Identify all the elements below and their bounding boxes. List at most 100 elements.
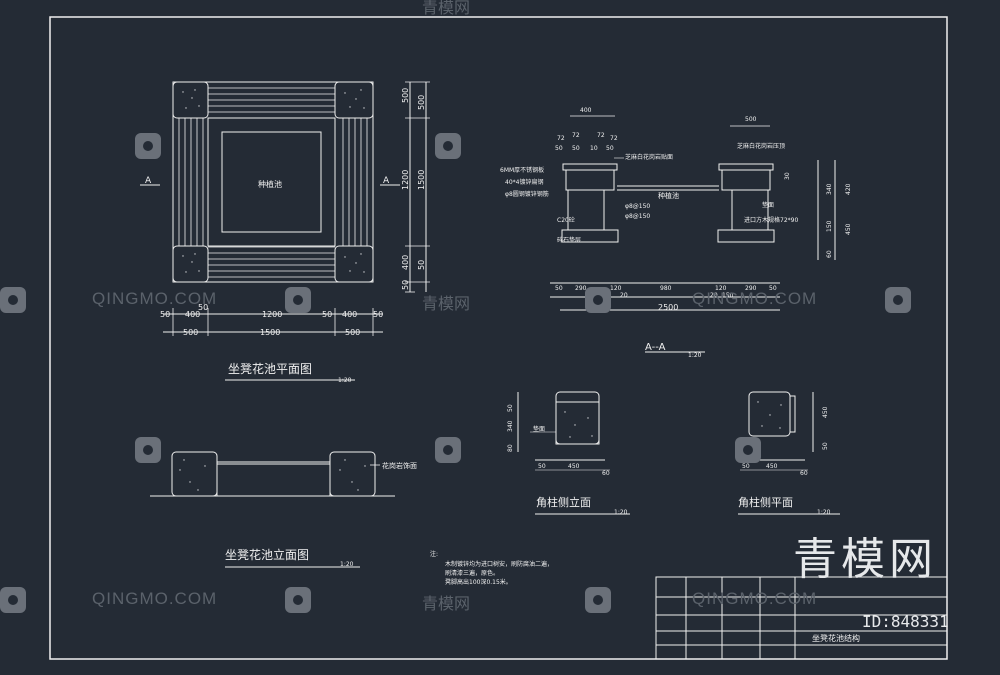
pillar-side-texts: 垫面 50 340 80 50 450 60 角柱侧立面 1:20 [507, 404, 628, 516]
section-left-dim-1: 72 [572, 132, 580, 139]
notes-line-2: 凳脚高出100深0.15米。 [445, 578, 512, 586]
plan-dim-bottom-2: 500 [345, 328, 360, 337]
section-right-dim-1: 340 [826, 183, 833, 195]
plan-corner-pillars [172, 81, 374, 283]
section-right-dim-4: 60 [826, 250, 833, 258]
watermark-logo-icon [735, 437, 761, 463]
watermark-text: QINGMO.COM [692, 589, 818, 608]
watermark-text: QINGMO.COM [692, 289, 818, 308]
section-top-dim2: 500 [745, 116, 757, 123]
pillar-plan-dim-1: 50 [822, 442, 829, 450]
watermark-logo-icon [885, 287, 911, 313]
section-bottom-dim-1: 290 [575, 285, 587, 292]
section-bottom-dim-2: 120 [610, 285, 622, 292]
section-texts: 400 500 72 72 72 72 50 50 10 50 6MM厚不锈钢板… [500, 107, 852, 359]
section-left-dim-2: 72 [597, 132, 605, 139]
section-total: 2500 [658, 303, 678, 312]
section-bottom-dim-5: 290 [745, 285, 757, 292]
plan-dim-right-3: 500 [417, 95, 426, 110]
section-left-dim-7: 50 [606, 145, 614, 152]
section-right-dim-0: 30 [784, 172, 791, 180]
elevation-callout: 花岗岩饰面 [382, 461, 417, 470]
pillar-side-callout: 垫面 [533, 425, 545, 433]
pillar-side-dim-1: 340 [507, 420, 514, 432]
section-bottom-dim-3: 980 [660, 285, 672, 292]
watermark-logo-icon [285, 287, 311, 313]
plan-title: 坐凳花池平面图 [228, 361, 312, 376]
plan-dim-bottom-0: 500 [183, 328, 198, 337]
section-left-dim-0: 72 [557, 135, 565, 142]
pillar-side-scale: 1:20 [614, 509, 628, 516]
section-sub-dim-1: 20 [620, 292, 628, 299]
section-view [550, 115, 836, 353]
plan-section-left: A [145, 176, 152, 186]
section-left-dim-4: 50 [555, 145, 563, 152]
plan-texts: 种植池 A A 50 400 50 1200 50 400 50 500 150… [145, 88, 426, 384]
section-callout-left-4: 碎石垫层 [557, 236, 581, 244]
section-left-dim-5: 50 [572, 145, 580, 152]
title-block-name: 坐凳花池结构 [812, 633, 860, 643]
pillar-side-bottom-2: 60 [602, 470, 610, 477]
section-callout-left-1: 40*4镀锌扁钢 [505, 178, 543, 186]
brand-id: ID:848331 [862, 612, 949, 631]
watermark-cn-text: 青模网 [422, 294, 471, 313]
plan-dim-top-1: 400 [185, 310, 200, 319]
watermark-text: QINGMO.COM [92, 289, 218, 308]
plan-slats [178, 87, 368, 278]
plan-dim-top-3: 1200 [262, 310, 282, 319]
watermark-logo-icon [0, 587, 26, 613]
plan-dim-right-1: 1200 [401, 170, 410, 190]
watermark-logo-icon [0, 287, 26, 313]
plan-dim-top-5: 400 [342, 310, 357, 319]
plan-dim-right-6: 50 [417, 260, 426, 270]
section-top-dim: 400 [580, 107, 592, 114]
section-callout-mid-1: φ8@150 [625, 203, 650, 210]
section-bottom-dim-6: 50 [769, 285, 777, 292]
plan-dim-bottom-1: 1500 [260, 328, 280, 337]
section-callout-left-2: φ8圆钢镀锌钢筋 [505, 190, 549, 198]
pillar-plan-bottom-0: 50 [742, 463, 750, 470]
watermark-text: QINGMO.COM [92, 589, 218, 608]
pillar-side-dim-0: 50 [507, 404, 514, 412]
section-callout-mid-2: φ8@150 [625, 213, 650, 220]
watermark-logo-icon [585, 587, 611, 613]
plan-dim-right-2: 1500 [417, 170, 426, 190]
watermark-logo-icon [135, 437, 161, 463]
pillar-side-bottom-1: 450 [568, 463, 580, 470]
drawing-frame [49, 16, 948, 660]
watermark-logo-icon [435, 133, 461, 159]
pillar-plan-dim-0: 450 [822, 406, 829, 418]
pillar-plan-texts: 450 50 50 450 60 角柱侧平面 1:20 [738, 406, 831, 516]
watermark-cn-text: 青模网 [422, 0, 471, 17]
plan-dim-top-4: 50 [322, 310, 332, 319]
section-callout-right-1: 进口方木规格72*90 [744, 216, 798, 224]
watermark-logo-icon [585, 287, 611, 313]
plan-planting-bed [221, 131, 322, 233]
section-bottom-dim-0: 50 [555, 285, 563, 292]
title-block [655, 576, 948, 660]
section-callout-right-0: 芝麻白花岗岩压顶 [737, 142, 785, 150]
plan-dim-top-6: 50 [373, 310, 383, 319]
elevation-title: 坐凳花池立面图 [225, 547, 309, 562]
pillar-plan-title: 角柱侧平面 [738, 495, 793, 509]
section-callout-left-3: C20砼 [557, 216, 575, 224]
section-left-dim-6: 10 [590, 145, 598, 152]
watermark-logo-icon [435, 437, 461, 463]
notes: 注: 木制镀锌均为进口树安，刷防腐油二遍， 刷清漆三遍，原色。 凳脚高出100深… [430, 550, 553, 586]
section-sub-dim-3: 150 [722, 292, 734, 299]
section-callout-mid-0: 芝麻白花岗岩贴面 [625, 153, 673, 161]
plan-section-right: A [383, 176, 390, 186]
section-bottom-dim-4: 120 [715, 285, 727, 292]
pillar-plan-scale: 1:20 [817, 509, 831, 516]
pillar-side-view [517, 391, 630, 515]
section-callout-right-2: 垫面 [762, 201, 774, 209]
brand-watermark: 青模网 [793, 534, 937, 585]
elevation-texts: 花岗岩饰面 坐凳花池立面图 1:20 [225, 461, 417, 568]
plan-dim-right-4: 50 [401, 280, 410, 290]
watermark-logo-icon [285, 587, 311, 613]
section-title: A--A [645, 342, 666, 353]
watermark-logo-icon [135, 133, 161, 159]
section-right-dim-2: 420 [845, 183, 852, 195]
